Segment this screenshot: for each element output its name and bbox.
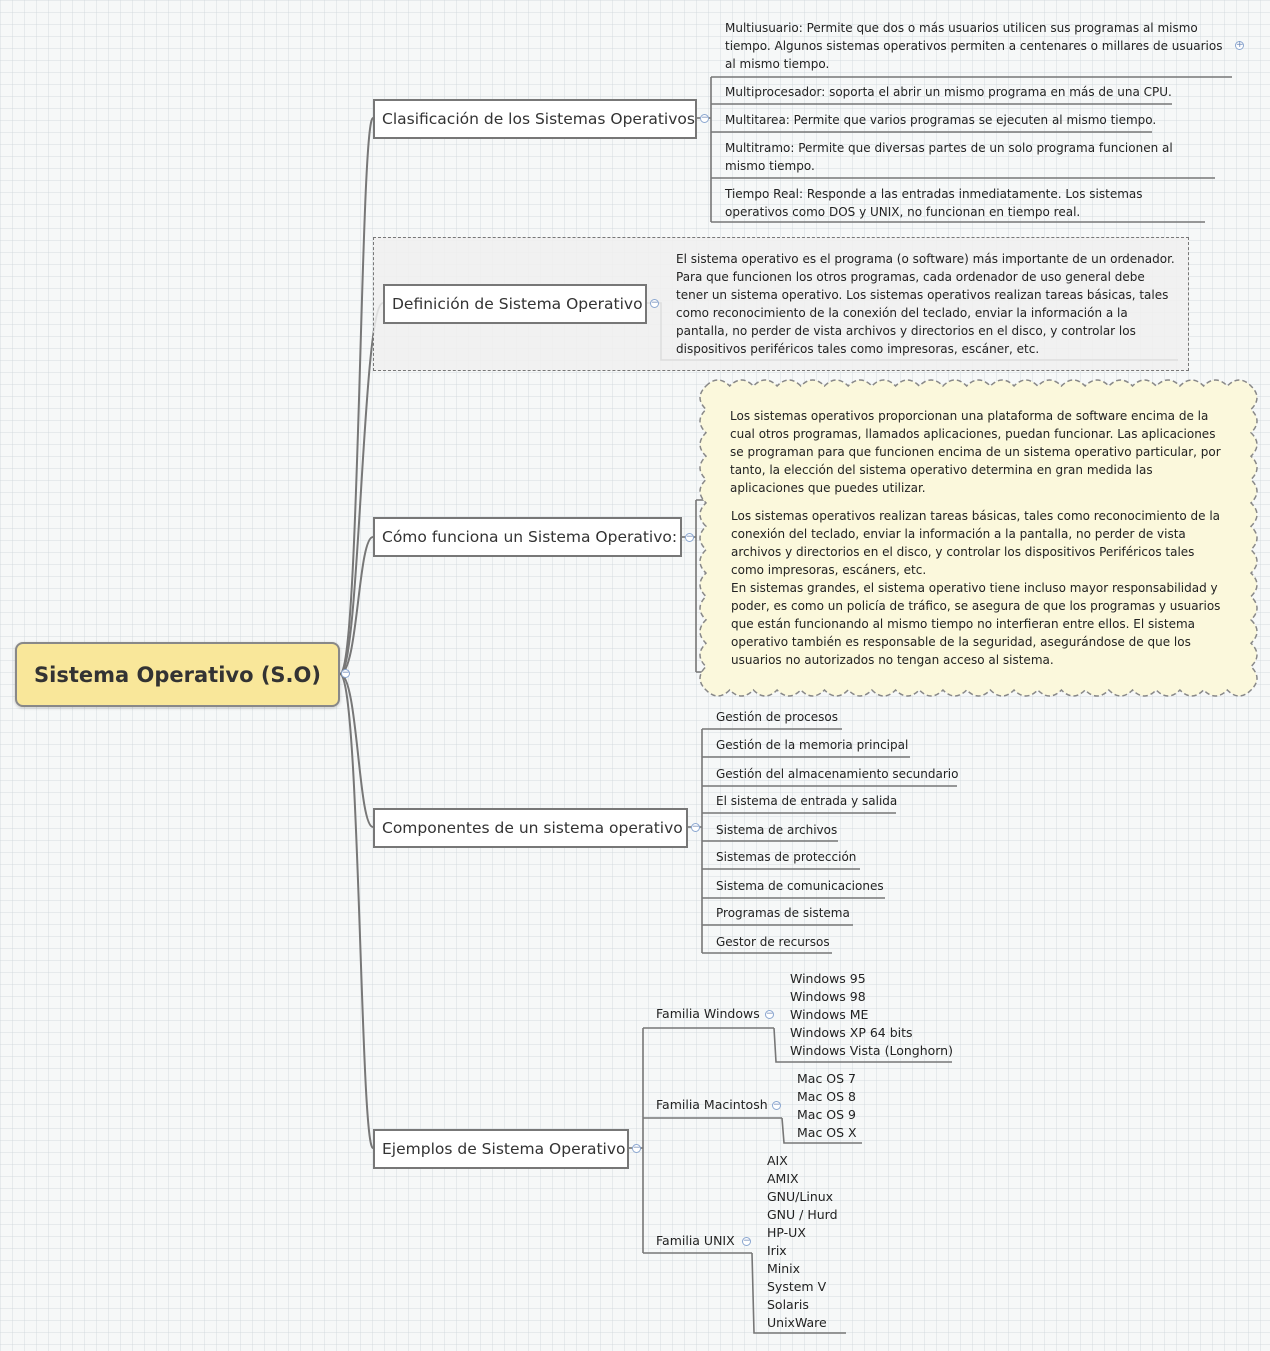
family-macintosh[interactable]: Familia Macintosh [656, 1097, 768, 1112]
os-item[interactable]: Minix [767, 1261, 801, 1276]
topic-ejemplos[interactable]: Ejemplos de Sistema Operativo [373, 1129, 629, 1169]
funciona-paragraph-2: Los sistemas operativos realizan tareas … [731, 509, 1221, 577]
componente-item[interactable]: Programas de sistema [716, 906, 850, 920]
collapse-icon[interactable]: − [700, 113, 709, 123]
subtopic-multiusuario[interactable]: Multiusuario: Permite que dos o más usua… [725, 21, 1223, 71]
os-item[interactable]: System V [767, 1279, 827, 1294]
family-windows[interactable]: Familia Windows [656, 1006, 760, 1021]
os-item[interactable]: Windows 98 [790, 989, 866, 1004]
componente-item[interactable]: Gestión del almacenamiento secundario [716, 767, 959, 781]
family-unix[interactable]: Familia UNIX [656, 1233, 735, 1248]
windows-list: Windows 95 Windows 98 Windows ME Windows XP… [790, 970, 953, 1060]
os-item[interactable]: HP-UX [767, 1225, 806, 1240]
funciona-text-2[interactable]: Los sistemas operativos realizan tareas … [731, 507, 1229, 669]
componente-item[interactable]: Sistema de archivos [716, 823, 838, 837]
os-item[interactable]: Solaris [767, 1297, 809, 1312]
collapse-icon[interactable]: − [341, 668, 350, 678]
funciona-text-1[interactable]: Los sistemas operativos proporcionan una… [730, 409, 1221, 495]
collapse-icon[interactable]: − [685, 532, 694, 542]
componente-item[interactable]: Gestor de recursos [716, 935, 830, 949]
collapse-icon[interactable]: − [632, 1143, 641, 1153]
subtopic-tiempo-real[interactable]: Tiempo Real: Responde a las entradas inm… [725, 187, 1143, 219]
collapse-icon[interactable]: − [772, 1100, 781, 1110]
collapse-icon[interactable]: − [765, 1009, 774, 1019]
os-item[interactable]: Mac OS 7 [797, 1071, 856, 1086]
subtopic-multitramo[interactable]: Multitramo: Permite que diversas partes … [725, 141, 1173, 173]
collapse-icon[interactable]: − [691, 822, 700, 832]
componente-item[interactable]: Gestión de la memoria principal [716, 738, 909, 752]
os-item[interactable]: Mac OS X [797, 1125, 857, 1140]
funciona-paragraph-3: En sistemas grandes, el sistema operativ… [731, 581, 1221, 667]
os-item[interactable]: AIX [767, 1153, 788, 1168]
expand-icon[interactable]: + [1235, 40, 1244, 50]
root-topic[interactable]: Sistema Operativo (S.O) [15, 642, 340, 707]
os-item[interactable]: Irix [767, 1243, 787, 1258]
componente-item[interactable]: El sistema de entrada y salida [716, 794, 898, 808]
os-item[interactable]: AMIX [767, 1171, 799, 1186]
componente-item[interactable]: Sistemas de protección [716, 850, 857, 864]
topic-como-funciona[interactable]: Cómo funciona un Sistema Operativo: [373, 517, 682, 557]
collapse-icon[interactable]: − [650, 298, 659, 308]
componente-item[interactable]: Gestión de procesos [716, 710, 839, 724]
os-item[interactable]: Mac OS 9 [797, 1107, 856, 1122]
os-item[interactable]: Windows Vista (Longhorn) [790, 1043, 953, 1058]
collapse-icon[interactable]: − [742, 1236, 751, 1246]
topic-componentes[interactable]: Componentes de un sistema operativo [373, 808, 688, 848]
os-item[interactable]: GNU/Linux [767, 1189, 834, 1204]
definicion-text[interactable]: El sistema operativo es el programa (o s… [676, 252, 1175, 356]
componente-item[interactable]: Sistema de comunicaciones [716, 879, 884, 893]
os-item[interactable]: UnixWare [767, 1315, 827, 1330]
os-item[interactable]: Windows 95 [790, 971, 866, 986]
subtopic-multiprocesador[interactable]: Multiprocesador: soporta el abrir un mis… [725, 85, 1172, 99]
subtopic-multitarea[interactable]: Multitarea: Permite que varios programas… [725, 113, 1157, 127]
os-item[interactable]: GNU / Hurd [767, 1207, 838, 1222]
os-item[interactable]: Windows ME [790, 1007, 869, 1022]
mac-list: Mac OS 7 Mac OS 8 Mac OS 9 Mac OS X [797, 1070, 857, 1142]
os-item[interactable]: Mac OS 8 [797, 1089, 856, 1104]
topic-definicion[interactable]: Definición de Sistema Operativo [383, 284, 647, 324]
os-item[interactable]: Windows XP 64 bits [790, 1025, 913, 1040]
topic-clasificacion[interactable]: Clasificación de los Sistemas Operativos [373, 99, 697, 139]
